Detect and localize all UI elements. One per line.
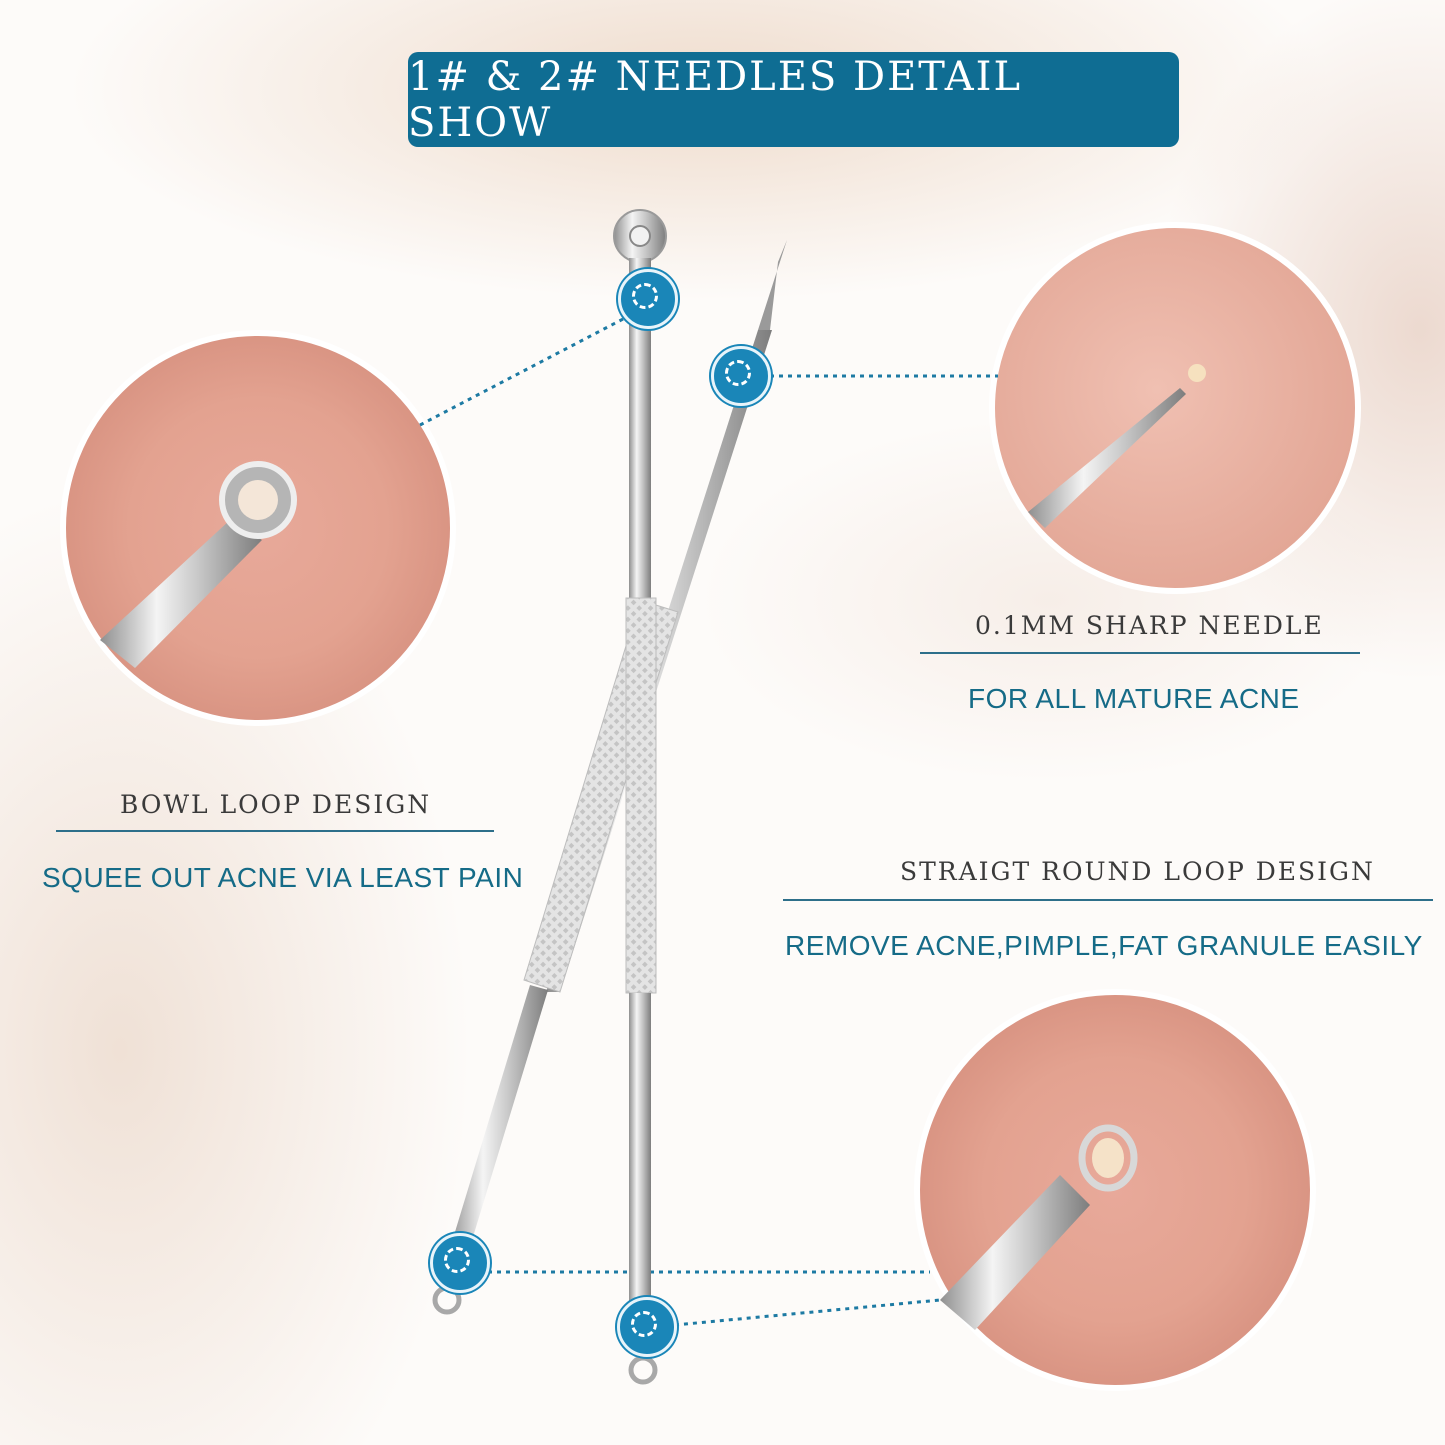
marker-loop-left	[430, 1233, 490, 1293]
sharp-needle-divider	[920, 652, 1360, 654]
bowl-loop-title: BOWL LOOP DESIGN	[120, 790, 432, 819]
round-loop-description: REMOVE ACNE,PIMPLE,FAT GRANULE EASILY	[785, 930, 1423, 961]
needle-tool-1	[613, 209, 667, 1385]
bowl-loop-divider	[56, 830, 494, 832]
round-loop-closeup	[914, 989, 1316, 1391]
title-banner: 1# & 2# NEEDLES DETAIL SHOW	[408, 52, 1179, 147]
marker-needle-tip	[711, 346, 771, 406]
page-title: 1# & 2# NEEDLES DETAIL SHOW	[408, 53, 1023, 146]
round-loop-title: STRAIGT ROUND LOOP DESIGN	[900, 857, 1375, 886]
marker-loop-right	[617, 1297, 677, 1357]
sharp-needle-closeup	[989, 222, 1361, 594]
marker-bowl-tip	[618, 269, 678, 329]
sharp-needle-description: FOR ALL MATURE ACNE	[968, 683, 1300, 714]
bowl-loop-closeup	[60, 330, 456, 726]
leader-lines	[419, 316, 998, 1327]
bowl-loop-description: SQUEE OUT ACNE VIA LEAST PAIN	[42, 862, 524, 893]
round-loop-divider	[783, 899, 1433, 901]
sharp-needle-title: 0.1MM SHARP NEEDLE	[975, 611, 1324, 640]
